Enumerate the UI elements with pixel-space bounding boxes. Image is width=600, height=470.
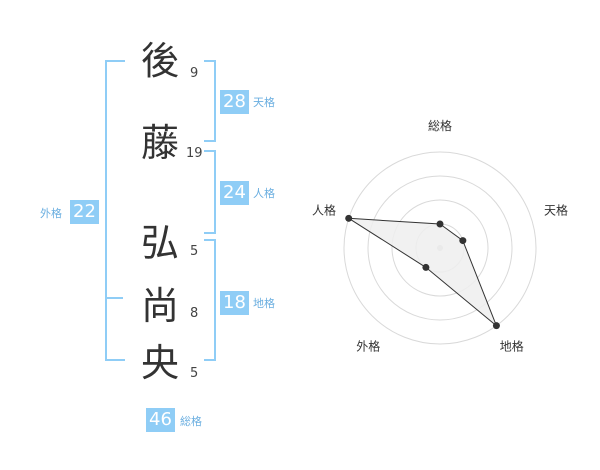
jinkaku-label: 人格 [253,187,275,200]
radar-point-3 [492,322,500,330]
name-char-4: 尚 [140,284,179,328]
tenkaku-bracket [204,60,216,142]
radar-ring-2 [391,199,489,297]
radar-axis-label-4: 外格 [356,339,380,354]
radar-axis-label-5: 人格 [312,202,336,217]
radar-axis-label-2: 天格 [544,202,568,217]
stroke-count-2: 19 [186,146,203,161]
tenkaku-badge: 28 [220,90,249,114]
jinkaku-badge: 24 [220,181,249,205]
gaikaku-bracket [105,60,125,361]
stroke-count-4: 8 [190,306,199,321]
tenkaku-label: 天格 [253,96,275,109]
name-char-3: 弘 [140,221,179,265]
radar-axis-label-1: 総格 [428,118,452,133]
radar-point-2 [459,237,467,245]
stroke-count-3: 5 [190,244,199,259]
radar-series-area [348,217,497,327]
radar-ring-3 [367,175,513,321]
radar-axis-label-3: 地格 [500,339,524,354]
stroke-count-1: 9 [190,66,199,81]
jinkaku-bracket [204,150,216,234]
chikaku-bracket [204,239,216,361]
radar-ring-4 [343,151,537,345]
chikaku-label: 地格 [253,297,275,310]
name-char-1: 後 [140,39,179,83]
radar-point-4 [422,263,430,271]
soukaku-label: 総格 [180,415,202,428]
gaikaku-label: 外格 [40,207,62,220]
name-char-2: 藤 [140,121,179,165]
name-char-5: 央 [140,341,179,385]
chikaku-badge: 18 [220,291,249,315]
radar-point-1 [436,220,444,228]
stroke-count-5: 5 [190,366,199,381]
radar-points [345,214,500,330]
radar-point-5 [345,214,353,222]
soukaku-badge: 46 [146,408,175,432]
gaikaku-badge: 22 [70,200,99,224]
gaikaku-bracket-split [107,297,123,299]
